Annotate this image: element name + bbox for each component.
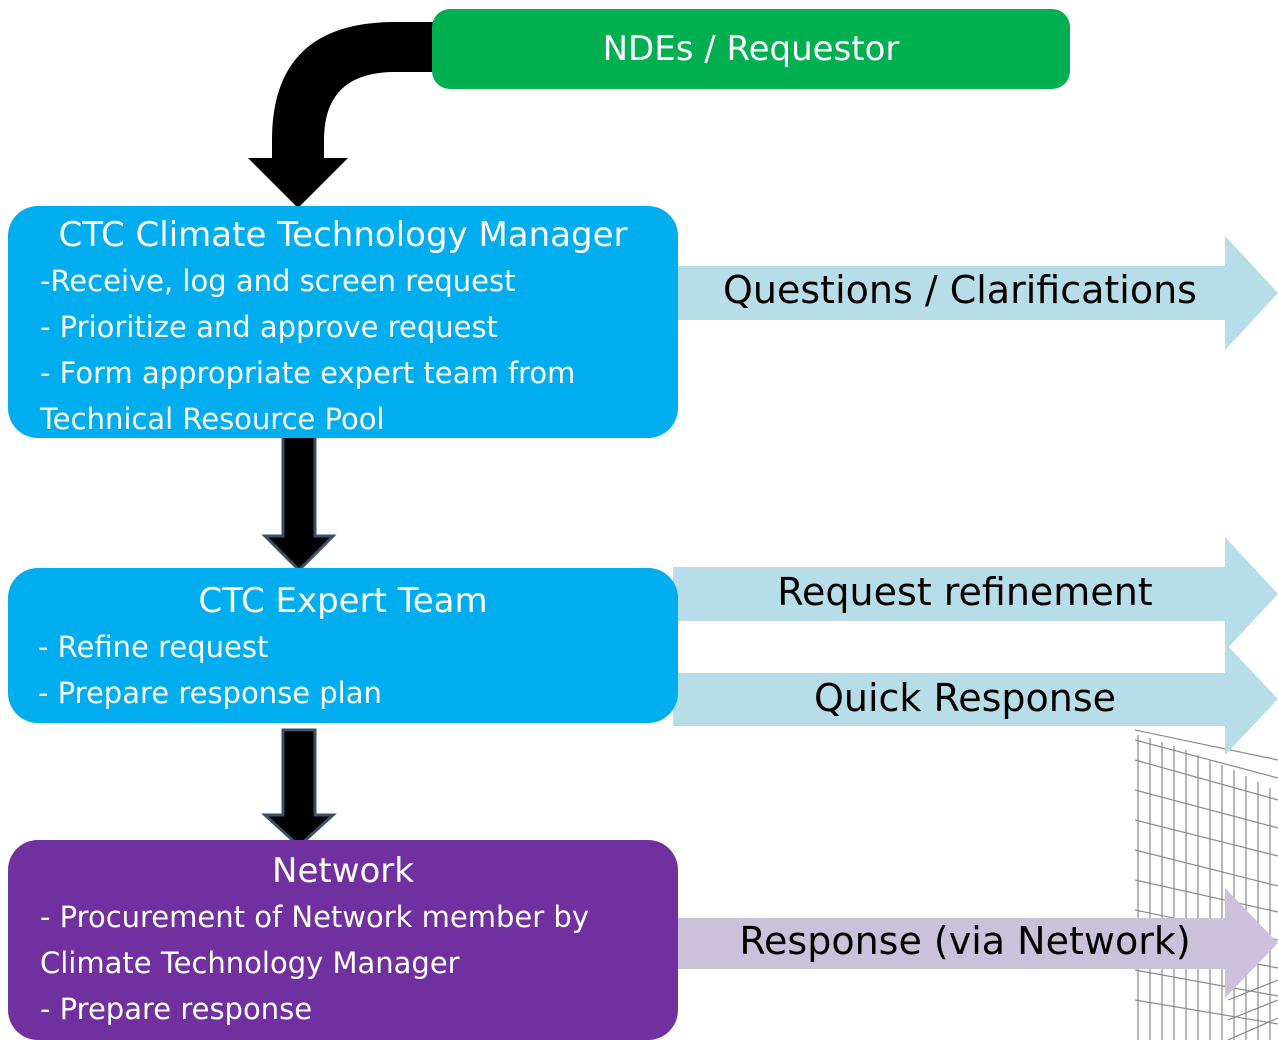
manager-line: Technical Resource Pool — [40, 402, 385, 436]
expert-team-line: - Refine request — [38, 630, 269, 664]
questions-label: Questions / Clarifications — [723, 268, 1197, 312]
manager-box: CTC Climate Technology Manager -Receive,… — [8, 206, 678, 438]
network-response-label: Response (via Network) — [739, 919, 1191, 963]
network-title: Network — [272, 851, 414, 891]
requestor-label: NDEs / Requestor — [602, 29, 900, 69]
building-sketch-decoration — [1134, 729, 1278, 1040]
down-arrow-team-to-network — [261, 728, 337, 849]
arrow-network-response — [673, 888, 1278, 998]
expert-team-box: CTC Expert Team - Refine request - Prepa… — [8, 568, 678, 723]
manager-title: CTC Climate Technology Manager — [58, 215, 628, 255]
arrow-refinement — [673, 537, 1278, 651]
manager-line: -Receive, log and screen request — [40, 264, 516, 298]
network-line: Climate Technology Manager — [40, 946, 460, 980]
expert-team-title: CTC Expert Team — [198, 581, 488, 621]
manager-line: - Prioritize and approve request — [40, 310, 498, 344]
arrow-questions — [673, 236, 1278, 350]
expert-team-line: - Prepare response plan — [38, 676, 382, 710]
network-box: Network - Procurement of Network member … — [8, 840, 678, 1040]
refinement-label: Request refinement — [777, 570, 1153, 614]
requestor-box: NDEs / Requestor — [432, 9, 1070, 89]
quick-response-label: Quick Response — [813, 676, 1117, 720]
curved-arrow-requestor-to-manager — [248, 22, 440, 208]
manager-line: - Form appropriate expert team from — [40, 356, 576, 390]
down-arrow-manager-to-team — [261, 430, 337, 573]
arrow-quick — [673, 643, 1278, 755]
network-line: - Procurement of Network member by — [40, 900, 589, 934]
network-line: - Prepare response — [40, 992, 313, 1026]
